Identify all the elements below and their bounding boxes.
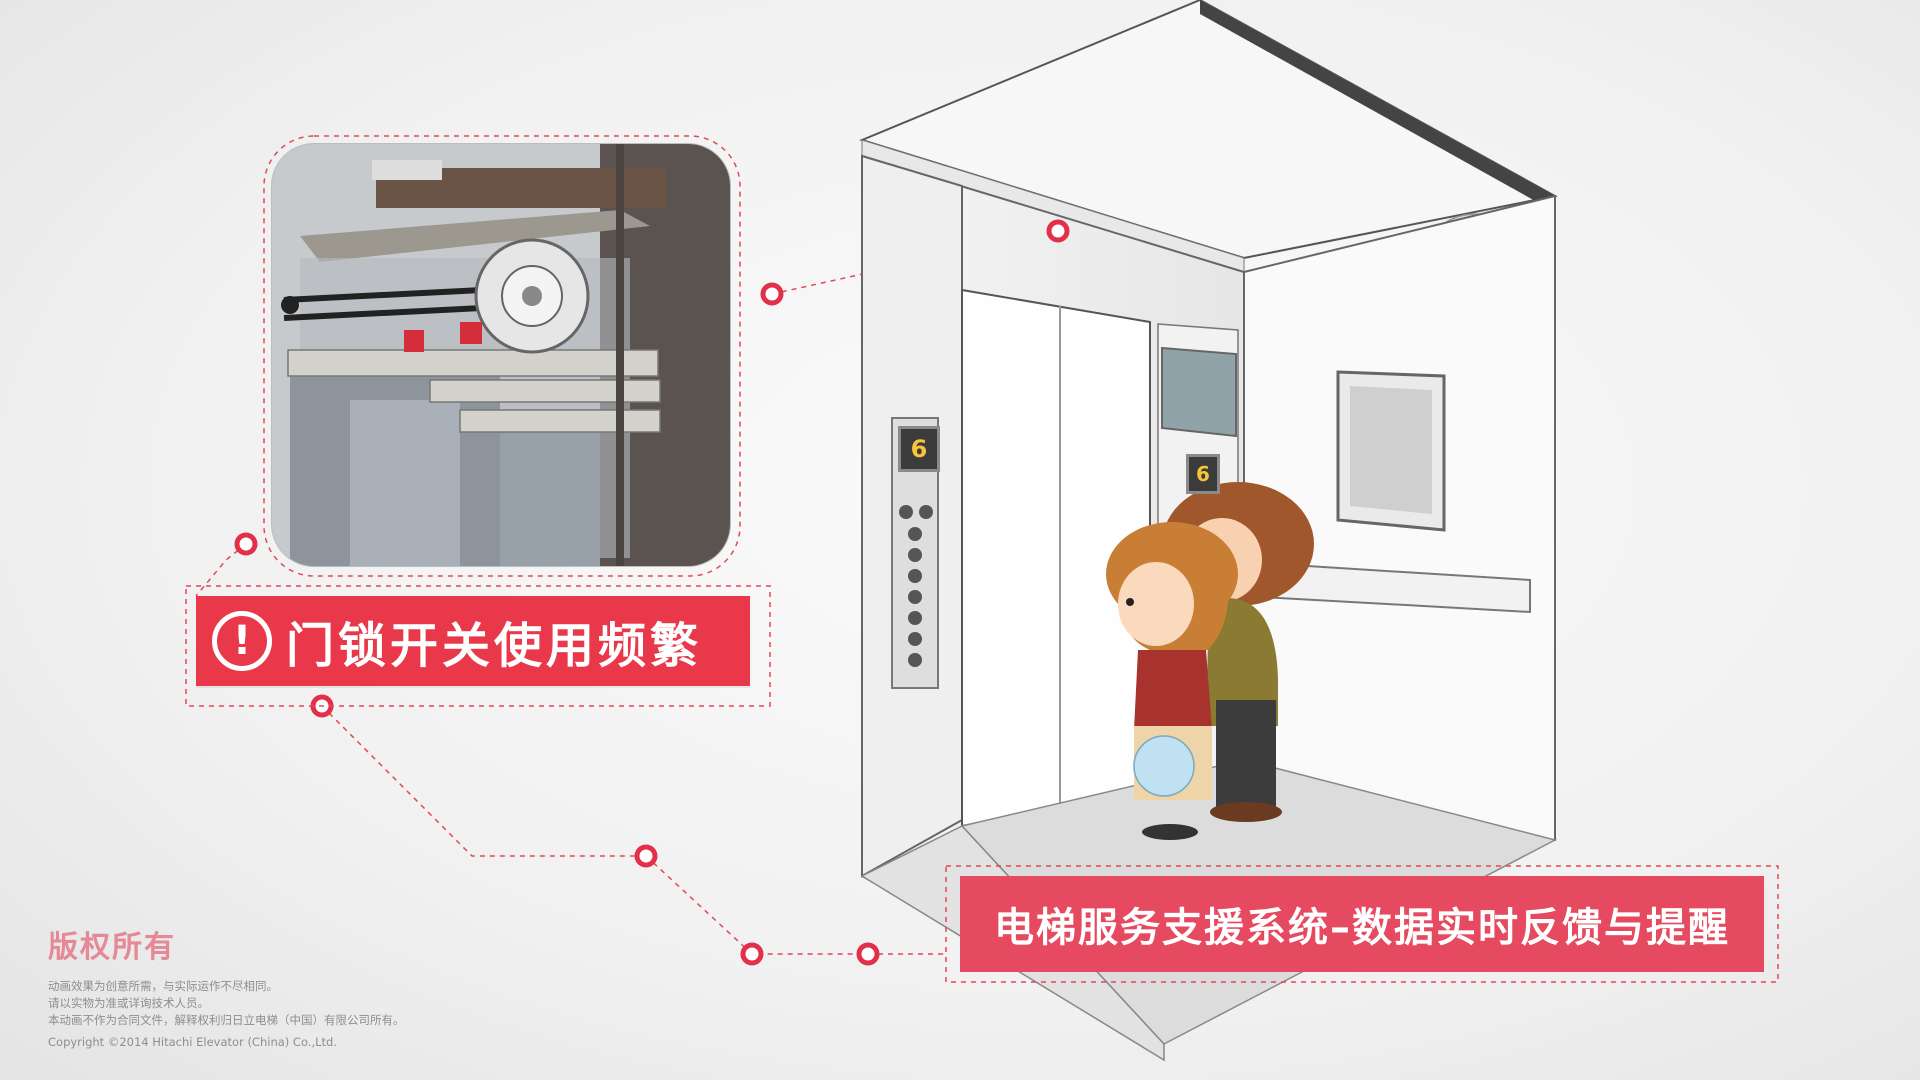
marker-dot (760, 282, 784, 306)
marker-dot (740, 942, 764, 966)
passenger-woman (1106, 522, 1238, 840)
door-lock-warning-callout: ! 门锁开关使用频繁 (196, 596, 750, 686)
floor-indicator-left: 6 (898, 426, 940, 472)
copyright-heading: 版权所有 (48, 930, 176, 965)
banner-text: 电梯服务支援系统–数据实时反馈与提醒 (994, 905, 1730, 951)
marker-dot (856, 942, 880, 966)
marker-dot (234, 532, 258, 556)
exclamation-circle-icon: ! (212, 611, 272, 671)
copyright-english: Copyright ©2014 Hitachi Elevator (China)… (48, 1035, 337, 1049)
marker-dot (634, 844, 658, 868)
service-system-banner: 电梯服务支援系统–数据实时反馈与提醒 (960, 876, 1764, 972)
floor-indicator-right: 6 (1186, 454, 1220, 494)
door-operator-closeup (263, 135, 741, 577)
marker-dot (1046, 219, 1070, 243)
cop-buttons (899, 505, 933, 667)
callout-title-text: 门锁开关使用频繁 (286, 618, 703, 674)
copyright-block: 版权所有 动画效果为创意所需，与实际运作不尽相同。 请以实物为准或详询技术人员。… (48, 922, 405, 1049)
copyright-line: 本动画不作为合同文件，解释权利归日立电梯（中国）有限公司所有。 (48, 1013, 405, 1027)
copyright-line: 动画效果为创意所需，与实际运作不尽相同。 (48, 979, 278, 993)
copyright-line: 请以实物为准或详询技术人员。 (48, 996, 209, 1010)
marker-dots (234, 219, 1070, 966)
